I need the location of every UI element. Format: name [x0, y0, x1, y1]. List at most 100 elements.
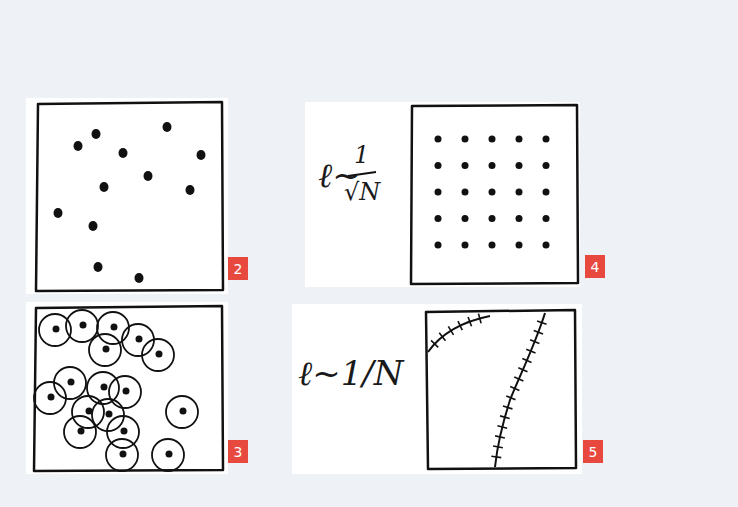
- point: [123, 388, 130, 395]
- hatch-tick: [458, 321, 462, 330]
- point: [435, 242, 442, 249]
- disk: [97, 312, 129, 344]
- point: [489, 189, 496, 196]
- point: [462, 136, 469, 143]
- point: [435, 215, 442, 222]
- disk: [64, 416, 96, 448]
- hatch-tick: [537, 321, 546, 324]
- panel-ground: [26, 302, 228, 474]
- point: [462, 242, 469, 249]
- disk: [54, 367, 86, 399]
- hatch-ticks: [431, 314, 547, 458]
- callout-text: 4: [591, 260, 600, 274]
- point: [516, 189, 523, 196]
- point: [489, 242, 496, 249]
- point: [435, 189, 442, 196]
- panel-outline: [411, 105, 578, 284]
- point: [144, 171, 153, 181]
- hatch-tick: [468, 317, 471, 326]
- disk: [109, 376, 141, 408]
- disk: [89, 334, 121, 366]
- hatch-tick: [510, 386, 519, 390]
- point: [120, 451, 127, 458]
- boundary-curves: [428, 313, 545, 467]
- formula-text: ℓ~1/N: [298, 356, 404, 390]
- disk: [166, 396, 198, 428]
- hatch-tick: [495, 436, 505, 438]
- panel-outline: [36, 102, 223, 291]
- point: [163, 122, 172, 132]
- hatch-tick: [534, 330, 543, 334]
- point: [462, 189, 469, 196]
- hatch-tick: [491, 456, 501, 457]
- point: [121, 428, 128, 435]
- callout-number: 4: [585, 255, 605, 278]
- point: [92, 129, 101, 139]
- hatch-tick: [448, 326, 453, 335]
- disk: [66, 310, 98, 342]
- point: [103, 346, 110, 353]
- disk: [106, 439, 138, 471]
- hatch-tick: [522, 358, 531, 362]
- point: [516, 136, 523, 143]
- hatch-tick: [478, 314, 481, 324]
- point: [489, 136, 496, 143]
- point: [166, 451, 173, 458]
- callout-text: 3: [234, 445, 243, 459]
- hatch-tick: [518, 368, 527, 372]
- disk: [142, 339, 174, 371]
- lattice-points: [435, 136, 550, 249]
- hatch-tick: [439, 333, 445, 341]
- point: [435, 162, 442, 169]
- point: [462, 162, 469, 169]
- hatch-tick: [514, 377, 523, 381]
- random-points: [54, 122, 206, 283]
- hatch-tick: [526, 349, 535, 353]
- hatch-tick: [500, 416, 510, 419]
- disk: [34, 382, 66, 414]
- point: [78, 428, 85, 435]
- point: [136, 336, 143, 343]
- point: [94, 262, 103, 272]
- point: [106, 411, 113, 418]
- point: [180, 408, 187, 415]
- point: [80, 322, 87, 329]
- point: [543, 242, 550, 249]
- callout-text: 5: [589, 445, 598, 459]
- panel-ground: [26, 98, 228, 294]
- point: [543, 215, 550, 222]
- point: [516, 215, 523, 222]
- point: [543, 162, 550, 169]
- panel-outline: [426, 310, 576, 469]
- point: [516, 162, 523, 169]
- panel-outline: [34, 306, 223, 471]
- point: [101, 384, 108, 391]
- point: [197, 150, 206, 160]
- formula-text: 1: [354, 143, 369, 167]
- point: [489, 215, 496, 222]
- point: [186, 185, 195, 195]
- formula-text: √N: [344, 180, 380, 204]
- point: [156, 351, 163, 358]
- point: [53, 326, 60, 333]
- hatched-curve: [495, 313, 545, 467]
- point: [119, 148, 128, 158]
- callout-number: 3: [228, 440, 248, 463]
- point: [543, 189, 550, 196]
- point: [48, 394, 55, 401]
- hatch-tick: [530, 340, 539, 344]
- point: [68, 379, 75, 386]
- point: [74, 141, 83, 151]
- point: [516, 242, 523, 249]
- disk: [152, 439, 184, 471]
- hatch-tick: [506, 396, 515, 400]
- point: [54, 208, 63, 218]
- point: [543, 136, 550, 143]
- overlapping-disks: [34, 310, 198, 471]
- point: [89, 221, 98, 231]
- callout-number: 2: [228, 257, 248, 280]
- point: [111, 324, 118, 331]
- callout-number: 5: [583, 440, 603, 463]
